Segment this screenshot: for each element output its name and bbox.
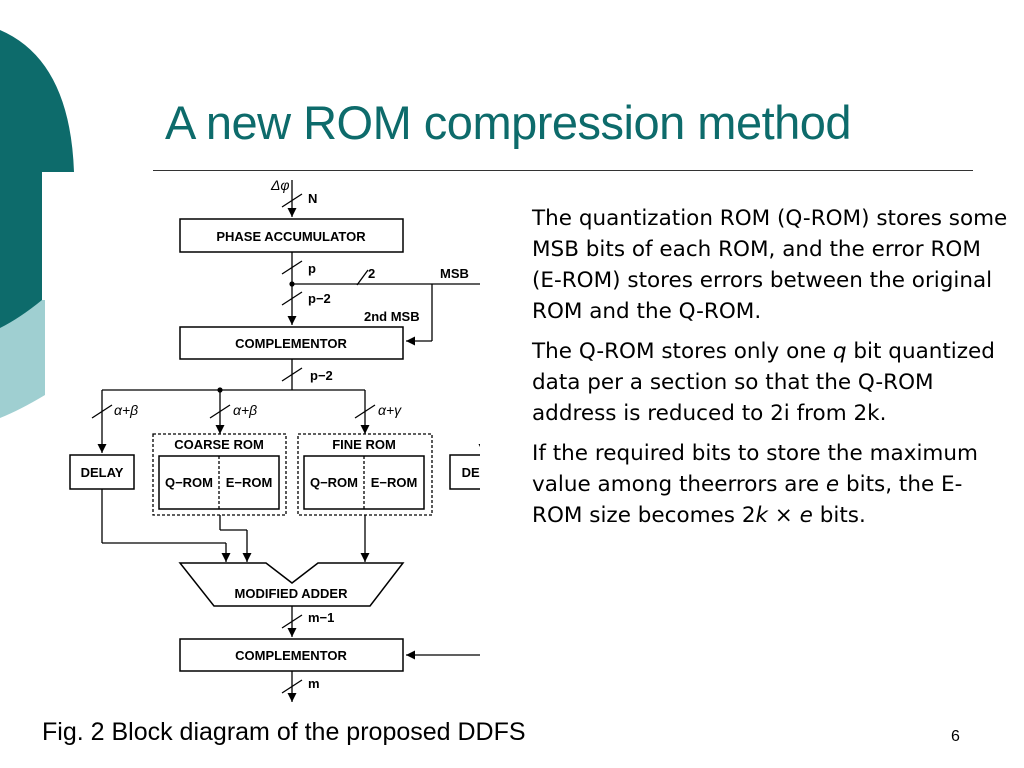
fine-rom-label: FINE ROM [332,437,396,452]
signal-p-label: p [308,261,316,276]
fine-rom-outline [297,433,433,516]
figure-caption: Fig. 2 Block diagram of the proposed DDF… [42,718,526,746]
coarse-rom-label: COARSE ROM [174,437,264,452]
delay-right-block [449,454,480,490]
signal-p-minus-2-label: p−2 [308,291,331,306]
complementor-bottom-label: COMPLEMENTOR [235,648,347,663]
coarse-e-rom-label: E−ROM [226,475,273,490]
ddfs-block-diagram: PHASE ACCUMULATOR COMPLEMENTOR DELAY DEL… [69,177,480,702]
signal-delta-phi-label: Δφ [270,177,290,193]
paragraph-q-rom-section: The Q-ROM stores only one q bit quantize… [532,339,995,426]
page-number: 6 [951,728,960,745]
signal-alpha-gamma-label: α+γ [378,402,402,418]
modified-adder-block [178,562,405,607]
slide-title: A new ROM compression method [165,96,852,149]
paragraph-q-rom-intro: The quantization ROM (Q-ROM) stores some… [532,206,1008,324]
signal-2nd-msb-label: 2nd MSB [364,309,420,324]
delay-left-block [69,454,135,490]
fine-e-rom-label: E−ROM [371,475,418,490]
slide-decoration [0,30,74,418]
fine-q-rom-label: Q−ROM [310,475,358,490]
phase-accumulator-label: PHASE ACCUMULATOR [216,229,366,244]
modified-adder-label: MODIFIED ADDER [235,586,349,601]
signal-two-label: 2 [368,266,375,281]
signal-alpha-beta-mid-label: α+β [233,402,257,418]
decor-light-shape [0,300,45,418]
signal-m-label: m [308,676,320,691]
delay-right-label: DELAY [462,465,480,480]
signal-p-minus-2-lower-label: p−2 [310,368,333,383]
signal-m-minus-1-label: m−1 [308,610,334,625]
phase-accumulator-block [179,218,404,253]
signal-alpha-beta-left-label: α+β [114,402,138,418]
paragraph-e-rom-size: If the required bits to store the maximu… [532,441,978,528]
complementor-bottom-block [179,638,404,672]
coarse-rom-outline [152,433,287,516]
body-text: The quantization ROM (Q-ROM) stores some… [532,203,1012,540]
complementor-top-label: COMPLEMENTOR [235,336,347,351]
decor-dark-shape [0,30,74,328]
signal-n-label: N [308,191,317,206]
signal-msb-label: MSB [440,266,469,281]
delay-left-label: DELAY [81,465,124,480]
complementor-top-block [179,326,404,360]
title-divider [153,170,973,171]
coarse-q-rom-label: Q−ROM [165,475,213,490]
